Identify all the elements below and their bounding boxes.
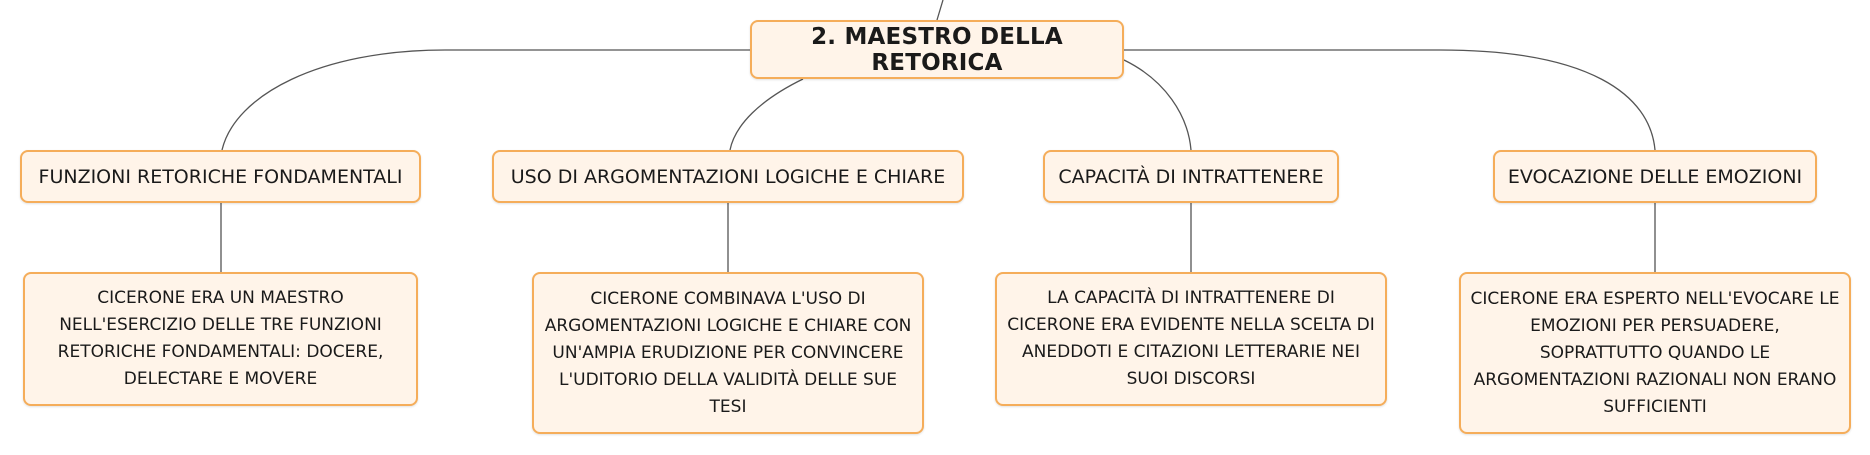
branch-node-intrattenere[interactable]: CAPACITÀ DI INTRATTENERE bbox=[1043, 150, 1339, 203]
branch-label: EVOCAZIONE DELLE EMOZIONI bbox=[1507, 165, 1803, 188]
branch-node-argomentazioni[interactable]: USO DI ARGOMENTAZIONI LOGICHE E CHIARE bbox=[492, 150, 964, 203]
root-node[interactable]: 2. MAESTRO DELLA RETORICA bbox=[750, 20, 1124, 79]
branch-node-funzioni-retoriche[interactable]: FUNZIONI RETORICHE FONDAMENTALI bbox=[20, 150, 421, 203]
detail-node-emozioni[interactable]: CICERONE ERA ESPERTO NELL'EVOCARE LE EMO… bbox=[1459, 272, 1851, 434]
branch-node-emozioni[interactable]: EVOCAZIONE DELLE EMOZIONI bbox=[1493, 150, 1817, 203]
branch-label: FUNZIONI RETORICHE FONDAMENTALI bbox=[38, 165, 403, 188]
connector-parent bbox=[936, 0, 944, 21]
connector-root-branch-3 bbox=[1123, 59, 1192, 151]
detail-text: CICERONE COMBINAVA L'USO DI ARGOMENTAZIO… bbox=[544, 288, 912, 417]
detail-node-intrattenere[interactable]: LA CAPACITÀ DI INTRATTENERE DI CICERONE … bbox=[995, 272, 1387, 406]
connector-root-branch-1 bbox=[221, 49, 750, 151]
connector-root-branch-2 bbox=[729, 78, 804, 151]
connector-root-branch-4 bbox=[1124, 49, 1656, 151]
detail-text: LA CAPACITÀ DI INTRATTENERE DI CICERONE … bbox=[1007, 288, 1375, 389]
root-label: 2. MAESTRO DELLA RETORICA bbox=[811, 23, 1063, 76]
detail-node-argomentazioni[interactable]: CICERONE COMBINAVA L'USO DI ARGOMENTAZIO… bbox=[532, 272, 924, 434]
detail-text: CICERONE ERA UN MAESTRO NELL'ESERCIZIO D… bbox=[57, 288, 384, 389]
branch-label: USO DI ARGOMENTAZIONI LOGICHE E CHIARE bbox=[510, 165, 946, 188]
detail-node-funzioni-retoriche[interactable]: CICERONE ERA UN MAESTRO NELL'ESERCIZIO D… bbox=[23, 272, 418, 406]
detail-text: CICERONE ERA ESPERTO NELL'EVOCARE LE EMO… bbox=[1470, 288, 1840, 417]
branch-label: CAPACITÀ DI INTRATTENERE bbox=[1058, 165, 1324, 188]
